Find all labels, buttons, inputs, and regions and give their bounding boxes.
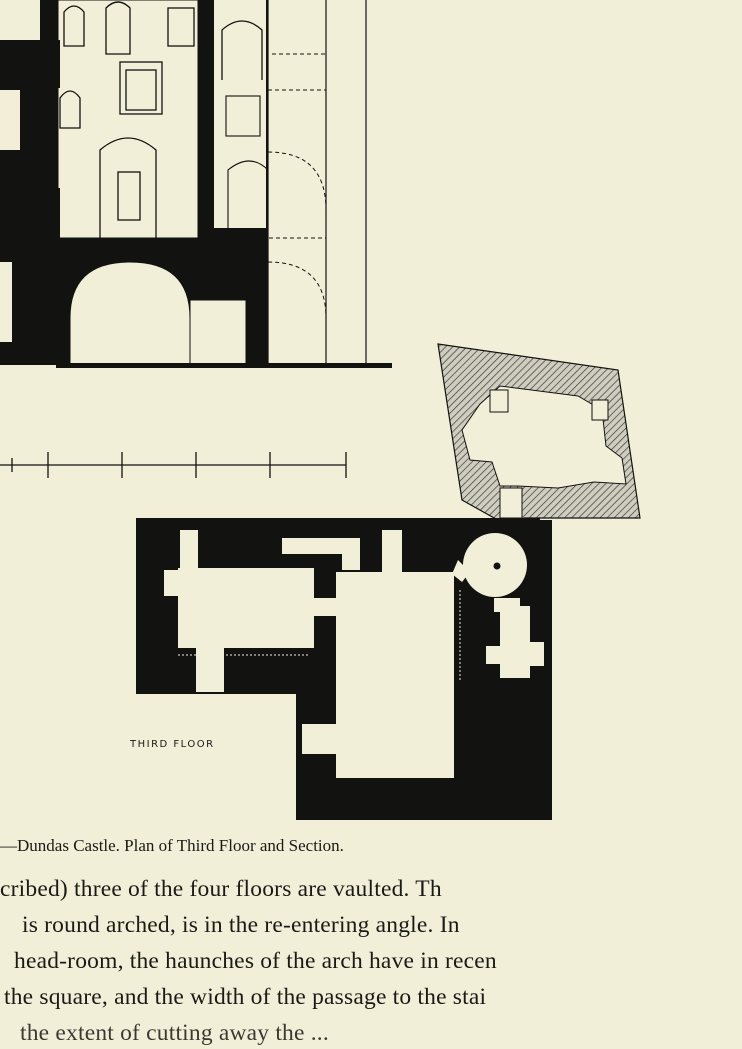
figure-caption: —Dundas Castle. Plan of Third Floor and …	[0, 836, 344, 855]
body-line: cribed) three of the four floors are vau…	[0, 876, 442, 902]
third-floor-plan	[136, 518, 552, 820]
section-drawing	[0, 0, 392, 368]
body-line: the extent of cutting away the ...	[20, 1020, 329, 1046]
body-line: the square, and the width of the passage…	[4, 984, 487, 1010]
floor-label: THIRD FLOOR	[130, 739, 215, 750]
body-line: head-room, the haunches of the arch have…	[14, 948, 497, 974]
upper-level-plan	[437, 343, 641, 529]
body-line: is round arched, is in the re-entering a…	[22, 912, 460, 938]
castle-figure	[0, 0, 641, 820]
scale-bar	[0, 452, 347, 478]
